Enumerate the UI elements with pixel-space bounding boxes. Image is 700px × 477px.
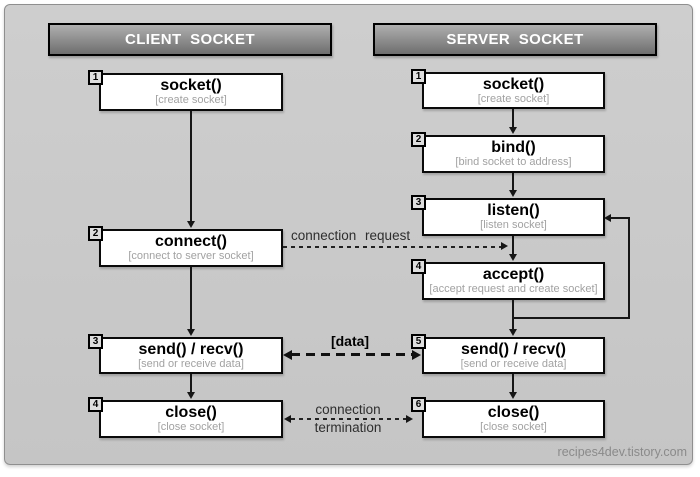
loop-bottom-segment [513,317,630,319]
step-subtitle: [send or receive data] [138,357,244,370]
step-title: close() [487,404,540,421]
step-number-badge: 6 [411,397,426,412]
step-subtitle: [accept request and create socket] [429,283,598,295]
step-title: send() / recv() [138,340,244,358]
arrow-down-icon [509,190,517,197]
arrow-right-icon [406,415,413,423]
connection-termination-label-line1: connection [315,402,381,417]
arrow-down-icon [187,221,195,228]
client-step-close: 4 close() [close socket] [88,397,283,438]
server-step-close: 6 close() [close socket] [411,397,605,438]
arrow-right-icon [501,242,508,250]
arrow-client-socket-to-connect [190,111,192,222]
step-subtitle: [send or receive data] [460,357,567,370]
loop-right-segment [628,217,630,319]
step-number-badge: 3 [88,334,103,349]
step-number-badge: 4 [411,259,426,274]
step-subtitle: [connect to server socket] [128,250,254,262]
arrow-client-connect-to-send [190,267,192,330]
step-subtitle: [bind socket to address] [455,156,572,168]
server-step-listen: 3 listen() [listen socket] [411,195,605,236]
step-title: close() [165,404,217,421]
step-title: socket() [160,77,222,94]
step-title: listen() [487,202,540,219]
server-step-send-recv: 5 send() / recv() [send or receive data] [411,334,605,374]
arrow-down-icon [509,127,517,134]
arrow-server-socket-to-bind [512,109,514,128]
step-number-badge: 1 [411,69,426,84]
step-title: socket() [482,75,545,93]
loop-top-segment [611,217,630,219]
step-number-badge: 3 [411,195,426,210]
step-title: accept() [482,266,545,283]
data-label: [data] [330,333,370,349]
arrow-left-icon [284,415,291,423]
step-title: bind() [491,139,536,156]
connection-termination-dashed-line [291,418,407,420]
arrow-down-icon [509,392,517,399]
step-number-badge: 2 [411,132,426,147]
data-exchange-dashed-line [291,353,413,356]
arrow-left-icon [604,214,611,222]
arrow-right-icon [412,350,421,360]
arrow-down-icon [509,254,517,261]
server-step-accept: 4 accept() [accept request and create so… [411,259,605,300]
arrow-left-icon [283,350,292,360]
step-subtitle: [close socket] [480,421,547,433]
step-subtitle: [create socket] [155,94,227,106]
server-step-socket: 1 socket() [create socket] [411,69,605,109]
step-subtitle: [close socket] [157,421,225,433]
step-number-badge: 1 [88,70,103,85]
connection-request-dashed-line [283,246,501,248]
arrow-server-accept-to-send [512,300,514,331]
client-step-send-recv: 3 send() / recv() [send or receive data] [88,334,283,374]
step-number-badge: 5 [411,334,426,349]
step-title: connect() [155,233,227,250]
step-subtitle: [listen socket] [480,219,547,231]
connection-request-label: connection request [291,228,411,243]
server-step-bind: 2 bind() [bind socket to address] [411,132,605,173]
step-title: send() / recv() [461,340,566,358]
arrow-down-icon [187,392,195,399]
watermark-text: recipes4dev.tistory.com [557,445,687,459]
client-step-connect: 2 connect() [connect to server socket] [88,226,283,267]
arrow-client-send-to-close [190,374,192,393]
arrow-server-send-to-close [512,374,514,393]
step-number-badge: 4 [88,397,103,412]
connection-termination-label-line2: termination [314,420,382,435]
arrow-down-icon [187,329,195,336]
server-socket-header: SERVER SOCKET [373,23,657,56]
client-step-socket: 1 socket() [create socket] [88,70,283,111]
arrow-server-listen-to-accept [512,236,514,255]
client-socket-header: CLIENT SOCKET [48,23,332,56]
arrow-server-bind-to-listen [512,173,514,191]
step-number-badge: 2 [88,226,103,241]
step-subtitle: [create socket] [477,92,550,105]
arrow-down-icon [509,329,517,336]
